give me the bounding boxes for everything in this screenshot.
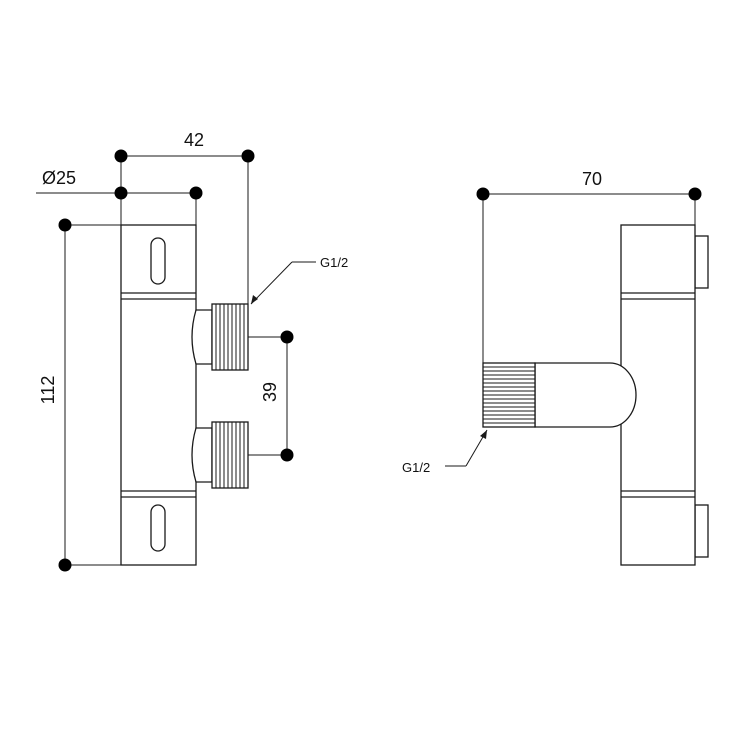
dim-70: 70 xyxy=(476,169,702,363)
front-body xyxy=(120,224,197,566)
front-slot-top xyxy=(150,237,166,285)
front-thread-callout: G1/2 xyxy=(250,255,348,305)
dim-70-label: 70 xyxy=(582,169,602,189)
front-fitting-upper xyxy=(191,303,249,371)
dim-42: 42 xyxy=(114,130,255,304)
dim-diameter-25: Ø25 xyxy=(36,168,203,225)
dim-42-label: 42 xyxy=(184,130,204,150)
front-view: 42 Ø25 112 39 xyxy=(36,130,348,572)
front-slot-bottom xyxy=(150,504,166,552)
dim-diameter-25-label: Ø25 xyxy=(42,168,76,188)
side-branch xyxy=(482,362,637,428)
front-fitting-lower xyxy=(191,421,249,489)
dim-39-label: 39 xyxy=(260,382,280,402)
side-knob-bottom xyxy=(694,504,709,558)
side-knob-top xyxy=(694,235,709,289)
side-view: 70 G1/2 xyxy=(402,169,709,566)
front-thread-label: G1/2 xyxy=(320,255,348,270)
dim-112: 112 xyxy=(38,218,196,572)
dim-39: 39 xyxy=(248,330,294,462)
dim-112-label: 112 xyxy=(38,376,58,405)
side-thread-callout: G1/2 xyxy=(402,429,488,475)
side-thread-label: G1/2 xyxy=(402,460,430,475)
